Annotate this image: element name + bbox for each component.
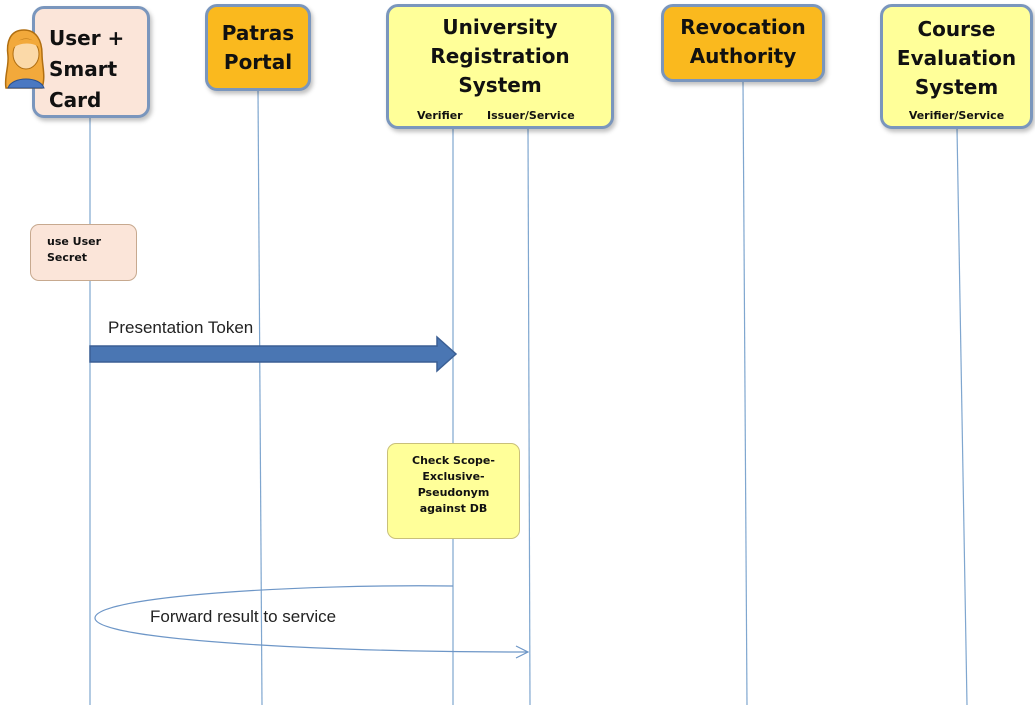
participant-portal: Patras Portal xyxy=(205,4,311,91)
participant-evaluation-verifier-label: Verifier/Service xyxy=(908,109,1005,122)
forward-result-arrowhead xyxy=(515,645,530,659)
presentation-token-arrow xyxy=(89,335,458,373)
participant-registration-verifier-label: Verifier xyxy=(417,109,463,122)
participant-portal-title: Patras Portal xyxy=(221,21,295,74)
participant-evaluation-title: Course Evaluation System xyxy=(896,17,1017,99)
participant-user-title: User + Smart Card xyxy=(49,26,125,112)
note-check-pseudonym: Check Scope- Exclusive- Pseudonym agains… xyxy=(387,443,520,539)
participant-registration-issuer-label: Issuer/Service xyxy=(487,109,575,122)
participant-revocation-title: Revocation Authority xyxy=(680,15,806,68)
participant-registration-title: University Registration System xyxy=(430,15,570,97)
person-avatar-icon xyxy=(4,29,45,89)
message-presentation-token: Presentation Token xyxy=(108,318,254,337)
note-use-user-secret: use User Secret xyxy=(30,224,137,281)
lifeline-registration-issuer xyxy=(527,127,531,706)
participant-evaluation: Course Evaluation System Verifier/Servic… xyxy=(880,4,1033,129)
forward-result-arrow xyxy=(94,585,528,653)
message-forward-result: Forward result to service xyxy=(150,607,337,626)
lifeline-portal xyxy=(257,89,263,706)
lifeline-evaluation xyxy=(956,127,968,706)
lifeline-revocation xyxy=(742,81,748,706)
participant-revocation: Revocation Authority xyxy=(661,4,825,82)
participant-registration: University Registration System Verifier … xyxy=(386,4,614,129)
